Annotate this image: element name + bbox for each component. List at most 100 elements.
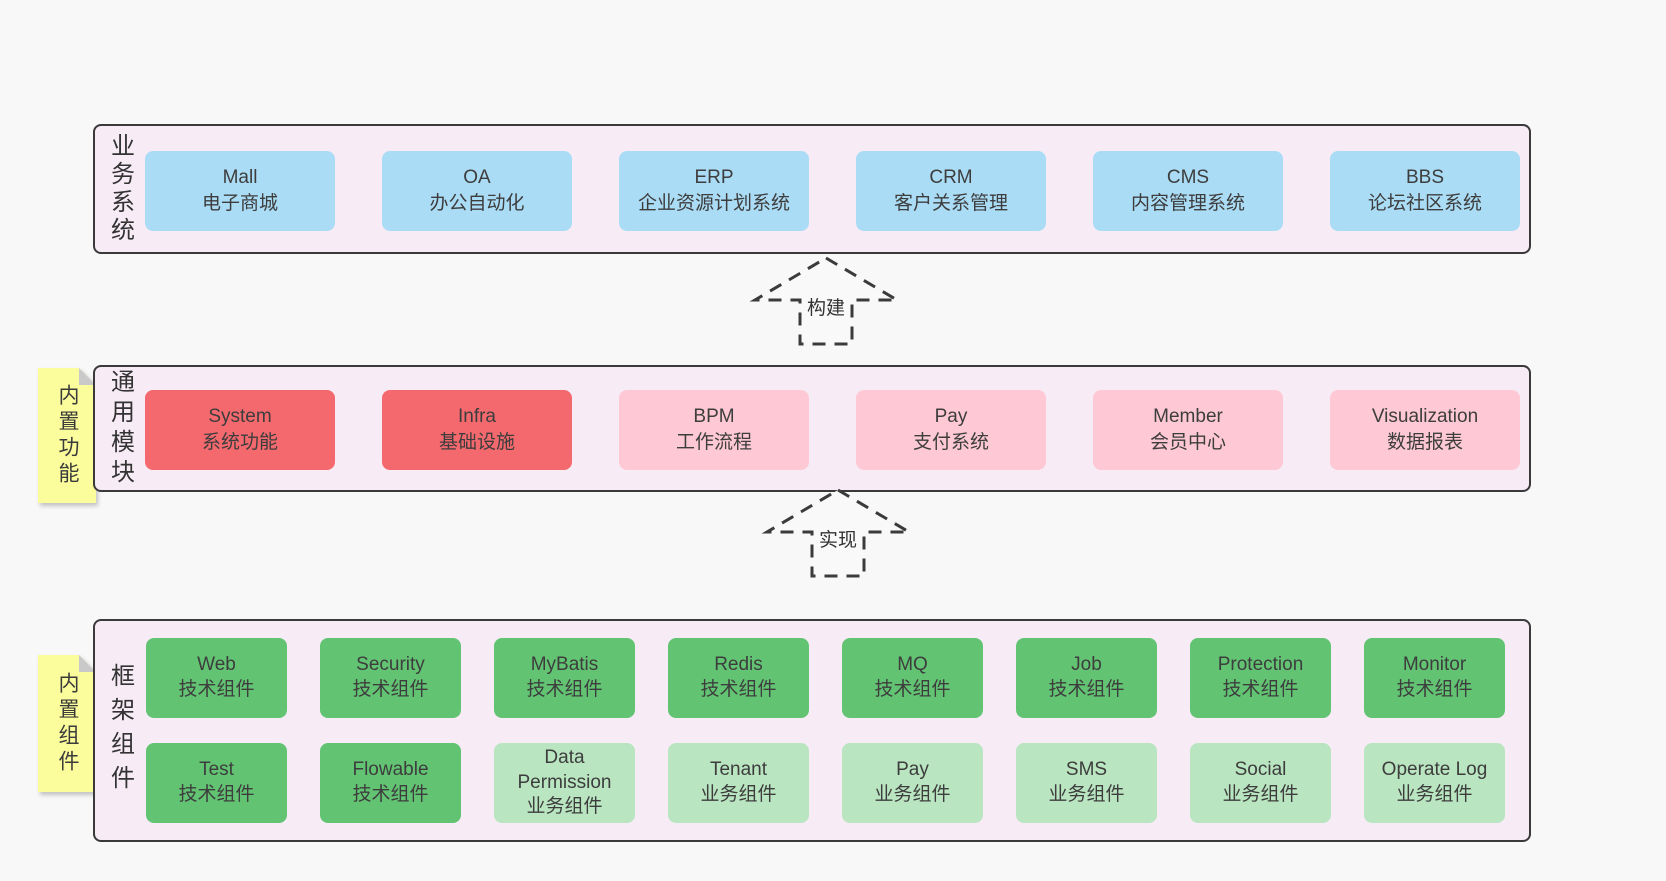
node-name-en: Pay (896, 759, 929, 781)
node-name-en: CRM (929, 166, 973, 188)
node-name-zh: 业务组件 (700, 784, 777, 805)
node-protection: Protection 技术组件 (1190, 638, 1331, 718)
node-mall: Mall 电子商城 (145, 151, 335, 231)
node-name-zh: 技术组件 (700, 679, 777, 700)
node-name-en: Pay (934, 405, 968, 427)
node-name-zh: 业务组件 (1222, 784, 1299, 805)
node-security: Security 技术组件 (320, 638, 461, 718)
sticky-note-paper (38, 368, 96, 503)
node-mybatis: MyBatis 技术组件 (494, 638, 635, 718)
node-bbs: BBS 论坛社区系统 (1330, 151, 1520, 231)
node-name-zh: 技术组件 (526, 679, 603, 700)
node-name-zh: 业务组件 (526, 796, 603, 818)
node-job: Job 技术组件 (1016, 638, 1157, 718)
node-name-en: ERP (694, 166, 734, 188)
layer-framework-components-label: 框架组件 (106, 662, 134, 799)
node-name-en: Infra (457, 405, 497, 427)
node-name-zh: 企业资源计划系统 (637, 193, 790, 214)
node-data-permission: Data Permission 业务组件 (494, 743, 635, 823)
node-name-zh: 支付系统 (912, 432, 989, 453)
node-redis: Redis 技术组件 (668, 638, 809, 718)
node-name-en: Tenant (709, 759, 768, 781)
node-mq: MQ 技术组件 (842, 638, 983, 718)
arrow-build: 构建 (749, 255, 903, 347)
node-name-en: Web (197, 654, 236, 676)
node-name-en: OA (463, 166, 491, 188)
node-name-en: Security (356, 654, 425, 676)
node-pay: Pay 支付系统 (856, 390, 1046, 470)
node-name-zh: 内容管理系统 (1130, 193, 1245, 214)
node-name-en: Job (1071, 654, 1102, 676)
node-infra: Infra 基础设施 (382, 390, 572, 470)
node-name-zh: 技术组件 (352, 679, 429, 700)
node-cms: CMS 内容管理系统 (1093, 151, 1283, 231)
layer-business-systems: 业务系统 Mall 电子商城 OA 办公自动化 ERP 企业资源计划系统 CRM 客户关系管理… (93, 124, 1531, 254)
node-name-en: BPM (693, 405, 735, 427)
node-name-en: SMS (1065, 759, 1108, 781)
sticky-note-builtin-components: 内置组件 (38, 655, 96, 792)
box-row: Mall 电子商城 OA 办公自动化 ERP 企业资源计划系统 CRM 客户关系管理 CMS 内容… (145, 151, 1520, 231)
node-name-en: Social (1234, 759, 1287, 781)
node-name-zh: 业务组件 (874, 784, 951, 805)
node-name-en: MyBatis (530, 654, 599, 676)
node-name-en: Mall (222, 166, 258, 188)
node-tenant: Tenant 业务组件 (668, 743, 809, 823)
node-pay: Pay 业务组件 (842, 743, 983, 823)
node-sms: SMS 业务组件 (1016, 743, 1157, 823)
node-name-en: MQ (897, 654, 928, 676)
layer-common-modules-label: 通用模块 (106, 368, 134, 489)
node-name-zh: 电子商城 (201, 193, 278, 214)
node-name-zh: 技术组件 (352, 784, 429, 805)
sticky-note-builtin-features: 内置功能 (38, 368, 96, 503)
node-name-zh: 基础设施 (438, 432, 515, 453)
node-erp: ERP 企业资源计划系统 (619, 151, 809, 231)
node-name-zh: 办公自动化 (429, 193, 525, 214)
node-crm: CRM 客户关系管理 (856, 151, 1046, 231)
node-name-en: Redis (714, 654, 763, 676)
node-name-en: Protection (1217, 654, 1304, 676)
arrow-build-label: 构建 (804, 293, 848, 320)
sticky-note-text: 内置组件 (56, 671, 79, 776)
node-name-en: BBS (1405, 166, 1445, 188)
node-name-zh: 技术组件 (1222, 679, 1299, 700)
node-social: Social 业务组件 (1190, 743, 1331, 823)
node-name-zh: 论坛社区系统 (1367, 193, 1482, 214)
sticky-note-text: 内置功能 (56, 383, 79, 488)
node-name-en: Member (1153, 405, 1223, 427)
node-oa: OA 办公自动化 (382, 151, 572, 231)
node-monitor: Monitor 技术组件 (1364, 638, 1505, 718)
node-name-en: CMS (1166, 166, 1210, 188)
node-name-zh: 会员中心 (1149, 432, 1226, 453)
node-name-zh: 技术组件 (178, 784, 255, 805)
node-name-zh: 数据报表 (1386, 432, 1463, 453)
node-member: Member 会员中心 (1093, 390, 1283, 470)
node-name-en: Test (199, 759, 234, 781)
node-web: Web 技术组件 (146, 638, 287, 718)
node-name-zh: 技术组件 (1396, 679, 1473, 700)
node-name-en: Monitor (1402, 654, 1467, 676)
layer-business-systems-label: 业务系统 (106, 133, 134, 245)
node-test: Test 技术组件 (146, 743, 287, 823)
node-name-zh: 工作流程 (675, 432, 752, 453)
node-name-zh: 技术组件 (874, 679, 951, 700)
node-name-zh: 技术组件 (178, 679, 255, 700)
node-name-zh: 业务组件 (1048, 784, 1125, 805)
node-name-en: Data Permission (517, 746, 612, 793)
node-name-en: Operate Log (1381, 759, 1488, 781)
node-visualization: Visualization 数据报表 (1330, 390, 1520, 470)
node-name-en: System (208, 405, 272, 427)
node-name-en: Visualization (1371, 405, 1479, 427)
node-name-zh: 客户关系管理 (893, 193, 1008, 214)
arrow-implement: 实现 (761, 487, 915, 579)
arrow-implement-label: 实现 (816, 525, 860, 552)
node-name-zh: 技术组件 (1048, 679, 1125, 700)
